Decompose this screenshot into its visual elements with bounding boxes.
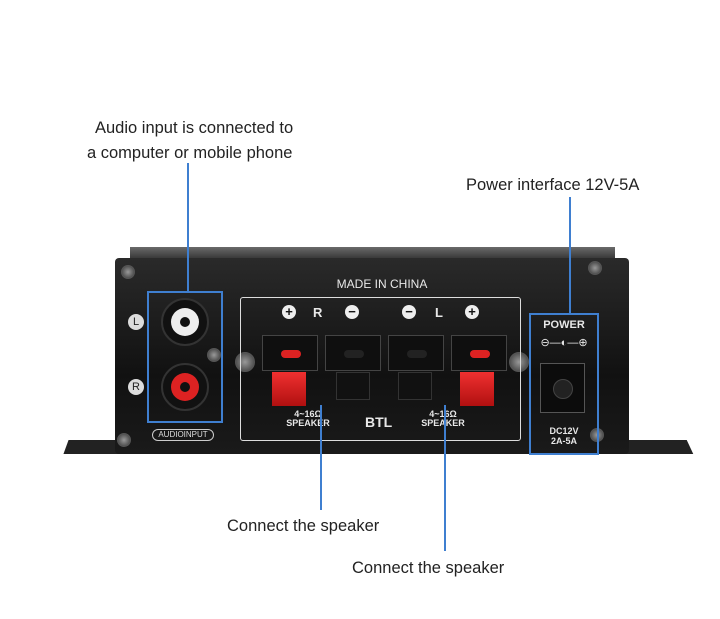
terminal-l-minus[interactable] <box>388 335 444 371</box>
terminal-lever-black[interactable] <box>398 372 432 400</box>
btl-label: BTL <box>365 414 393 430</box>
dc-jack[interactable] <box>540 363 585 413</box>
rca-jack-right[interactable] <box>161 363 209 411</box>
terminal-r-plus[interactable] <box>262 335 318 371</box>
power-label: POWER <box>543 319 585 331</box>
power-highlight <box>529 313 599 455</box>
input-r-label: R <box>128 379 144 395</box>
speaker-panel-outline <box>240 297 521 441</box>
speaker-left-callout-line <box>444 405 446 551</box>
impedance-label: 4~16Ω <box>429 409 457 419</box>
audio-input-label: AUDIOINPUT <box>152 429 214 441</box>
speaker-label: SPEAKER <box>421 418 465 428</box>
audio-callout-line <box>187 163 189 292</box>
dc-voltage-label: DC12V <box>549 426 579 436</box>
screw-icon <box>207 348 221 362</box>
polarity-icon: ⊖—◐—⊕ <box>540 337 588 349</box>
impedance-label: 4~16Ω <box>294 409 322 419</box>
audio-input-caption-line2: a computer or mobile phone <box>87 144 293 162</box>
terminal-l-plus[interactable] <box>451 335 507 371</box>
speaker-caption-right: Connect the speaker <box>227 517 380 535</box>
screw-icon <box>588 261 602 275</box>
speaker-label: SPEAKER <box>286 418 330 428</box>
plus-icon: + <box>465 305 479 319</box>
screw-icon <box>121 265 135 279</box>
terminal-lever-red[interactable] <box>460 372 494 406</box>
audio-input-caption-line1: Audio input is connected to <box>95 119 294 137</box>
plus-icon: + <box>282 305 296 319</box>
screw-icon <box>509 352 529 372</box>
terminal-lever-black[interactable] <box>336 372 370 400</box>
made-in-label: MADE IN CHINA <box>336 277 428 291</box>
terminal-r-minus[interactable] <box>325 335 381 371</box>
channel-r-label: R <box>313 305 323 320</box>
dc-current-label: 2A-5A <box>550 436 577 446</box>
power-callout-line <box>569 197 571 314</box>
rca-jack-left[interactable] <box>161 298 209 346</box>
screw-icon <box>117 433 131 447</box>
top-panel <box>130 247 615 261</box>
minus-icon: − <box>402 305 416 319</box>
channel-l-label: L <box>435 305 443 320</box>
terminal-lever-red[interactable] <box>272 372 306 406</box>
power-caption: Power interface 12V-5A <box>466 176 640 194</box>
minus-icon: − <box>345 305 359 319</box>
speaker-right-callout-line <box>320 405 322 510</box>
audio-input-highlight <box>147 291 223 423</box>
speaker-caption-left: Connect the speaker <box>352 559 505 577</box>
input-l-label: L <box>128 314 144 330</box>
